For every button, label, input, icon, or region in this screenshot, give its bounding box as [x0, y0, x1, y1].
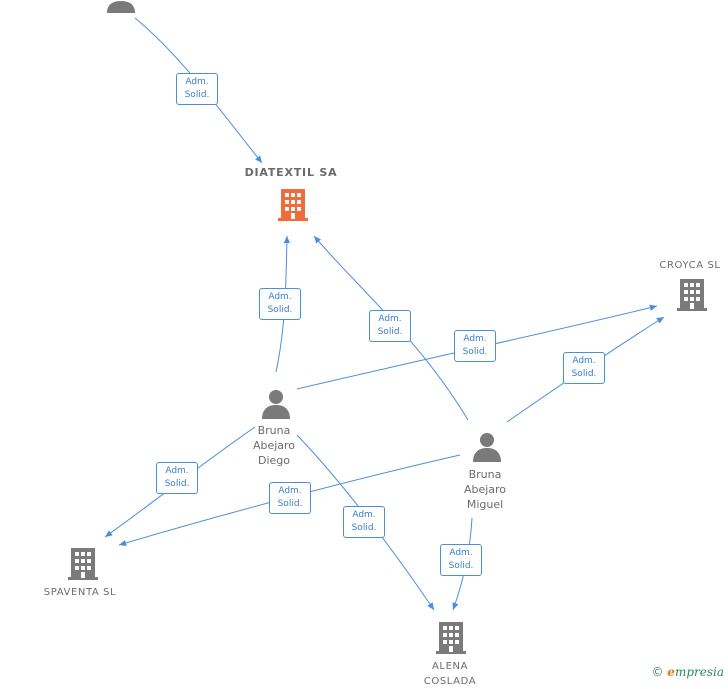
- edge-label-line2: Solid.: [164, 479, 190, 489]
- brand-initial: e: [667, 665, 675, 679]
- copyright-icon: ©: [651, 665, 664, 679]
- edge-label[interactable]: Adm. Solid.: [440, 544, 482, 576]
- person-icon[interactable]: [261, 388, 291, 420]
- edge-label[interactable]: Adm. Solid.: [176, 73, 218, 105]
- alena-label: ALENA COSLADA: [410, 659, 490, 689]
- edge-label[interactable]: Adm. Solid.: [156, 462, 198, 494]
- diatextil-label: DIATEXTIL SA: [244, 166, 338, 179]
- edge-label-line2: Solid.: [448, 561, 474, 571]
- edge-label[interactable]: Adm. Solid.: [563, 352, 605, 384]
- alena-label-line2: COSLADA: [423, 676, 477, 687]
- main-company-building-icon[interactable]: [277, 187, 309, 221]
- edge-label[interactable]: Adm. Solid.: [454, 330, 496, 362]
- edge-label-line1: Adm.: [185, 77, 209, 87]
- edge-label-line2: Solid.: [571, 369, 597, 379]
- person-icon[interactable]: [472, 431, 502, 463]
- brand-name: mpresia: [674, 665, 724, 679]
- miguel-label-line2: Abejaro: [463, 483, 507, 496]
- edge-label-line1: Adm.: [572, 356, 596, 366]
- alena-label-line1: ALENA: [431, 661, 469, 672]
- edge-label-line1: Adm.: [268, 292, 292, 302]
- person-icon[interactable]: [106, 0, 136, 14]
- diego-label-line1: Bruna: [257, 424, 291, 437]
- edge-label-line2: Solid.: [184, 90, 210, 100]
- edge-label[interactable]: Adm. Solid.: [369, 310, 411, 342]
- brand-watermark: © empresia: [651, 665, 724, 679]
- edge-label[interactable]: Adm. Solid.: [343, 506, 385, 538]
- croyca-building-icon[interactable]: [676, 277, 708, 311]
- diego-label-line3: Diego: [257, 454, 290, 467]
- diego-label-line2: Abejaro: [252, 439, 296, 452]
- edge-label-line1: Adm.: [352, 510, 376, 520]
- miguel-label-line3: Miguel: [466, 498, 504, 511]
- edge-label-line1: Adm.: [378, 314, 402, 324]
- edge-label[interactable]: Adm. Solid.: [259, 288, 301, 320]
- miguel-label-line1: Bruna: [468, 468, 502, 481]
- edge-label-line2: Solid.: [351, 523, 377, 533]
- edge-label[interactable]: Adm. Solid.: [269, 482, 311, 514]
- edge-label-line1: Adm.: [449, 548, 473, 558]
- edge-label-line1: Adm.: [278, 486, 302, 496]
- spaventa-building-icon[interactable]: [67, 546, 99, 580]
- diego-label: Bruna Abejaro Diego: [236, 423, 312, 468]
- edge-label-line2: Solid.: [377, 327, 403, 337]
- edge-label-line1: Adm.: [165, 466, 189, 476]
- edge-label-line1: Adm.: [463, 334, 487, 344]
- edge-label-line2: Solid.: [267, 305, 293, 315]
- miguel-label: Bruna Abejaro Miguel: [447, 467, 523, 512]
- spaventa-label: SPAVENTA SL: [43, 587, 117, 598]
- croyca-label: CROYCA SL: [659, 260, 721, 271]
- edge-label-line2: Solid.: [462, 347, 488, 357]
- alena-building-icon[interactable]: [435, 620, 467, 654]
- edge-label-line2: Solid.: [277, 499, 303, 509]
